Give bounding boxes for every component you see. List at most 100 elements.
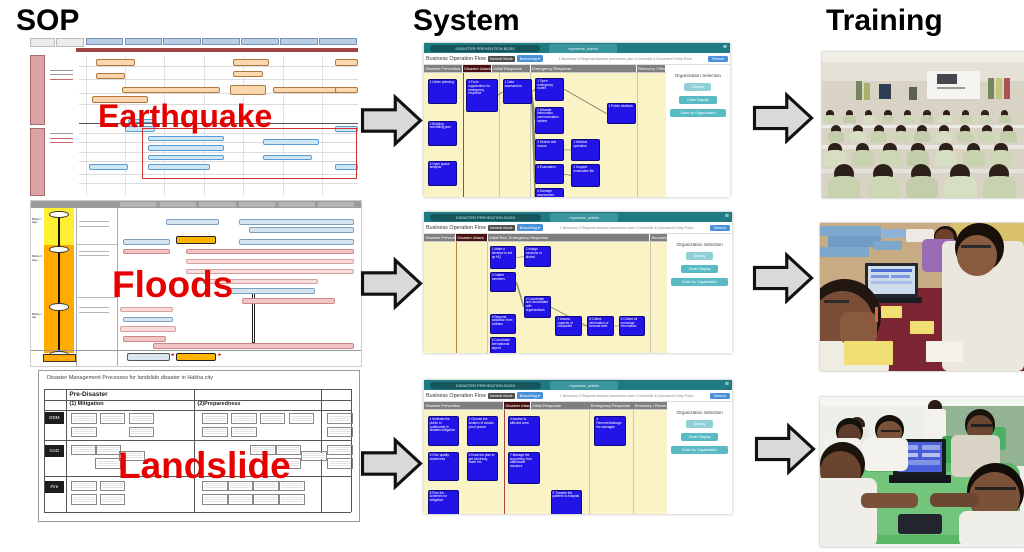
flow-task[interactable]: 1 Medical operation xyxy=(571,139,601,161)
grid-line xyxy=(79,151,358,153)
breadcrumb: 1.Business 2.Regional disaster preventio… xyxy=(558,56,692,61)
sheet-cell xyxy=(56,38,85,48)
flow-task[interactable]: 2 Choose the location of smoke-proof pla… xyxy=(466,416,499,446)
flow-task[interactable]: 1 Form organization for emergency respon… xyxy=(466,79,498,112)
photo-shape xyxy=(956,234,998,276)
flow-task[interactable]: 1 Make a decision to set up HQ xyxy=(489,246,517,269)
photo-shape xyxy=(905,228,935,243)
flow-task[interactable]: 7 Manage the supporting from nationwide … xyxy=(507,452,540,484)
photo-person-body xyxy=(882,114,895,124)
grid-line xyxy=(351,389,352,512)
app-title: DISASTER PREVENTION BOSS xyxy=(430,381,542,389)
process-cell xyxy=(231,426,257,437)
grid-line xyxy=(79,123,358,124)
flow-task[interactable]: 3 Gather members xyxy=(489,272,517,293)
table-title: Disaster Management Processes for landsl… xyxy=(47,374,213,381)
branching-button[interactable]: Branching ▾ xyxy=(516,55,543,62)
photo-shape xyxy=(878,84,891,99)
flow-task[interactable]: 2 Support evacuation life xyxy=(571,164,601,187)
org-button[interactable]: Display xyxy=(686,420,714,428)
org-button[interactable]: Order by Organization xyxy=(671,446,729,454)
flow-task[interactable]: 5 Request validation from civilians xyxy=(489,313,517,334)
flow-task[interactable]: 8 Plan the schemes for mitigation xyxy=(427,489,460,514)
flow-task[interactable]: 9 Transfer the patients to hospital xyxy=(550,489,583,514)
photo-person-body xyxy=(914,130,931,142)
org-button[interactable]: Order Display xyxy=(679,96,717,104)
photo-shape xyxy=(862,437,908,471)
flow-task[interactable]: 6 Draw the plan to get electricity, wate… xyxy=(466,452,499,482)
process-cell xyxy=(327,458,353,469)
grid-line xyxy=(164,55,165,196)
flow-task[interactable]: 8 Collect information of forecast alert xyxy=(587,315,614,337)
photo-person-head xyxy=(923,110,931,118)
lane-sidebar xyxy=(30,55,45,125)
menu-icon[interactable]: ≡ xyxy=(724,213,729,220)
process-box-blue xyxy=(148,135,224,142)
search-button[interactable]: Search xyxy=(709,392,730,399)
org-button[interactable]: Order Display xyxy=(680,433,719,441)
org-button[interactable]: Order by Organization xyxy=(669,109,727,117)
flow-task[interactable]: 3 Open space analysis xyxy=(427,160,457,186)
process-box-tan xyxy=(233,71,263,78)
photo-person-body xyxy=(990,150,1013,166)
flow-canvas: 1 Motivate the public to collaborate in … xyxy=(424,409,668,514)
photo-shape xyxy=(820,225,882,237)
column-separator xyxy=(462,73,464,197)
process-box-tan xyxy=(233,58,270,67)
grid-line xyxy=(79,173,358,175)
gantt-bar-bl xyxy=(248,227,355,233)
flow-task[interactable]: 7 Assess capacity of manpower xyxy=(555,315,583,337)
process-cell xyxy=(327,413,353,424)
flow-task[interactable]: 5 Give quality awareness xyxy=(427,452,460,482)
search-button[interactable]: Search xyxy=(707,55,728,62)
process-cell xyxy=(279,480,305,491)
flow-task[interactable]: 1 Public relations xyxy=(606,103,636,125)
flow-task[interactable]: 5 Damage assessment xyxy=(535,188,565,197)
user-tab[interactable]: myanmar_admin xyxy=(550,381,619,390)
flow-task[interactable]: 2 Disaster information communication sys… xyxy=(535,106,565,135)
org-button[interactable]: Order Display xyxy=(680,265,719,273)
flow-task[interactable]: 2 Building retrofitting plan xyxy=(427,120,457,146)
photo-shape xyxy=(937,73,958,85)
org-button[interactable]: Display xyxy=(686,252,714,260)
flow-task[interactable]: 4 Coordinate and consolidate with organi… xyxy=(523,295,551,319)
flow-task[interactable]: 1 Urban planning xyxy=(427,79,457,105)
gantt-bar-ob xyxy=(176,352,216,362)
flow-task[interactable]: 1 Data assessment xyxy=(502,79,532,105)
process-cell xyxy=(301,450,327,461)
flow-task[interactable]: 4 Evacuation xyxy=(535,164,565,185)
process-box-blue xyxy=(128,118,155,124)
process-cell xyxy=(95,444,121,455)
process-cell xyxy=(275,458,302,469)
search-button[interactable]: Search xyxy=(709,224,730,231)
red-arrow-right-icon: ► xyxy=(217,352,223,359)
photo-person-body xyxy=(849,130,866,142)
header-cell xyxy=(238,202,276,208)
flow-task[interactable]: 1 Motivate the public to collaborate in … xyxy=(427,416,460,446)
branching-button[interactable]: Branching ▾ xyxy=(516,392,543,399)
process-box-blue xyxy=(125,126,155,132)
grid-line xyxy=(66,389,67,512)
flow-task[interactable]: 3 Assess to affected area xyxy=(507,416,540,446)
flow-task[interactable]: 2 Assign missions of district xyxy=(523,246,551,267)
column-separator xyxy=(504,410,506,514)
process-box-blue xyxy=(335,126,358,132)
grid-line xyxy=(43,389,45,512)
user-tab[interactable]: myanmar_admin xyxy=(550,213,619,222)
flow-task[interactable]: 4 Remove/drainage the damages xyxy=(594,416,626,446)
photo-shape xyxy=(822,52,1024,63)
flow-task[interactable]: 9 Collect all exchange information xyxy=(618,315,646,337)
flow-task[interactable]: 1 Open emergency routes xyxy=(535,78,565,101)
user-tab[interactable]: myanmar_admin xyxy=(549,44,617,53)
flow-task[interactable]: 6 Coordinate international airport xyxy=(489,337,517,353)
photo-person-body xyxy=(892,130,909,142)
org-button[interactable]: Order by Organization xyxy=(671,278,729,286)
col-header-mitigation: (1) Mitigation xyxy=(69,401,104,407)
menu-icon[interactable]: ≡ xyxy=(724,381,729,388)
flow-task[interactable]: 3 Search and rescue xyxy=(535,139,565,161)
menu-icon[interactable]: ≡ xyxy=(722,44,727,51)
branching-button[interactable]: Branching ▾ xyxy=(516,224,543,231)
org-button[interactable]: Display xyxy=(684,83,712,91)
